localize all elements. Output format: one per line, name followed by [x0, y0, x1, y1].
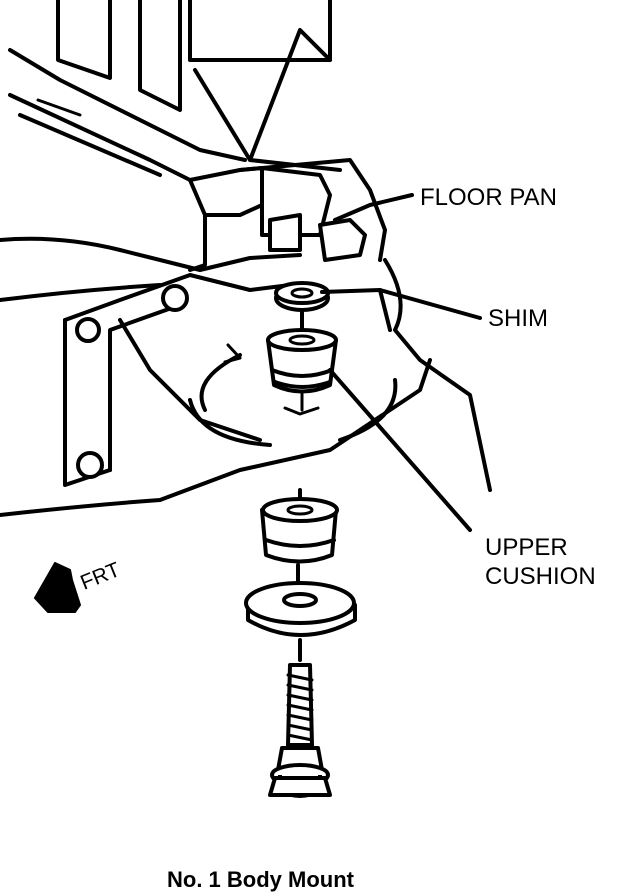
front-direction-arrow-icon: [33, 561, 82, 613]
label-upper-cushion-line2: CUSHION: [485, 563, 596, 590]
retainer-washer: [244, 563, 357, 637]
shim-leader: [320, 288, 482, 320]
floor-pan: [188, 158, 387, 272]
label-upper-cushion-line1: UPPER: [485, 534, 568, 561]
floor-pan-leader: [333, 193, 414, 222]
label-shim: SHIM: [488, 305, 548, 332]
body-mount-bolt: [268, 638, 332, 798]
frame-hole: [75, 317, 101, 343]
frame-hole: [76, 451, 104, 479]
shim: [274, 281, 330, 312]
upper-cushion-leader: [328, 368, 472, 532]
leader-lines: [320, 193, 482, 532]
body-structure: [8, 0, 342, 187]
label-floor-pan: FLOOR PAN: [420, 184, 557, 211]
diagram-caption: No. 1 Body Mount: [167, 867, 355, 892]
lower-cushion: [260, 488, 339, 564]
frame-hole: [161, 284, 189, 312]
frame: [0, 236, 492, 517]
upper-cushion: [266, 308, 338, 416]
label-front: FRT: [77, 558, 123, 595]
